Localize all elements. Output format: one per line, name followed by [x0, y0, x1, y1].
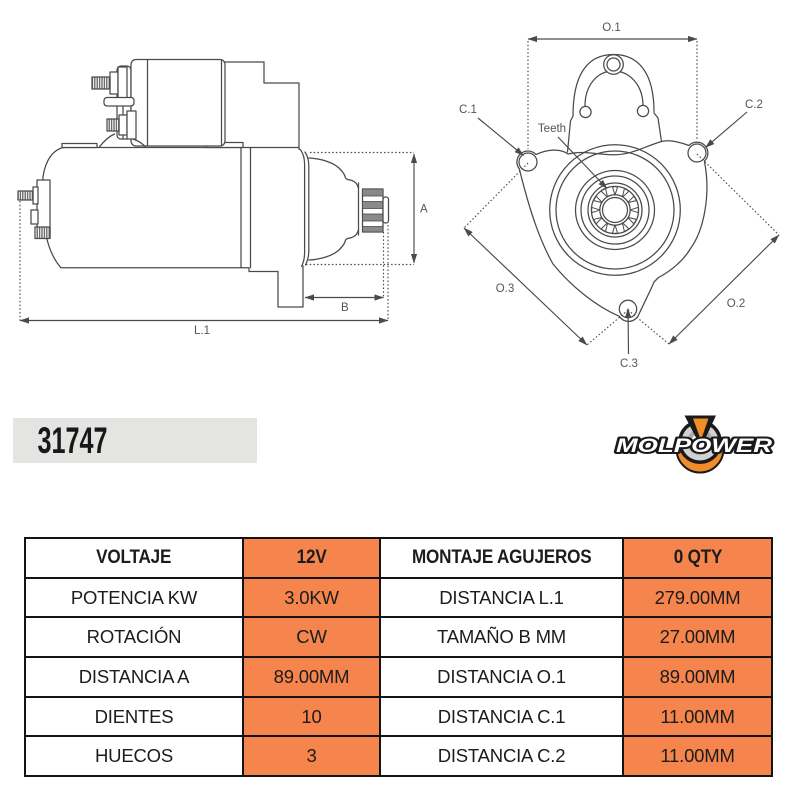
svg-text:O.2: O.2: [727, 298, 746, 310]
svg-text:C.3: C.3: [620, 358, 638, 370]
svg-text:Teeth: Teeth: [538, 123, 566, 135]
svg-text:B: B: [341, 302, 349, 314]
svg-text:MOLPOWER: MOLPOWER: [616, 435, 772, 457]
svg-text:O.3: O.3: [496, 283, 515, 295]
svg-text:L.1: L.1: [194, 325, 210, 337]
svg-text:A: A: [420, 204, 428, 216]
svg-text:C.1: C.1: [459, 104, 477, 116]
svg-text:C.2: C.2: [745, 99, 763, 111]
svg-text:O.1: O.1: [602, 22, 621, 34]
